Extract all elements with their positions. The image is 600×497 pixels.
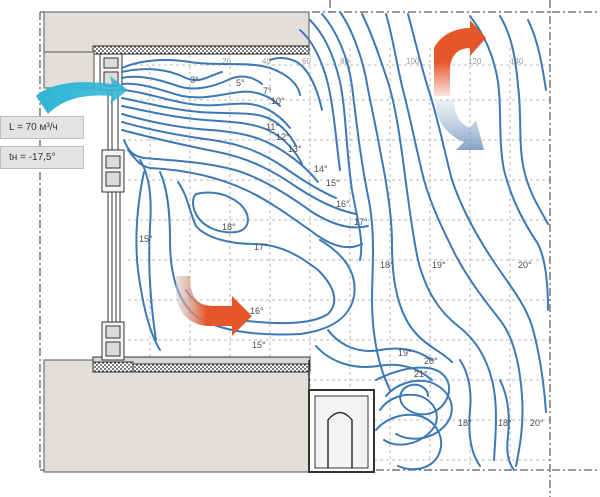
grid [128,48,550,470]
isotherm-label: 15° [252,340,266,350]
isotherm-label: 7° [263,86,272,96]
isotherm-label: 20° [518,260,532,270]
isotherm-label: 10° [271,96,285,106]
isotherm-label: 3° [190,75,199,85]
floor-slab [43,359,310,473]
isotherm-label: 19° [398,348,412,358]
isotherm-label: 16° [336,199,350,209]
isotherm-label: 19° [432,260,446,270]
airflow-box: L = 70 м³/ч [0,116,84,139]
tick-label: 120 [468,57,482,66]
isotherm-labels: 3° 5° 7° 10° 11° 12° 13° 14° 15° 16° 17°… [139,75,544,428]
top-scale: 20 40 60 80 100 120 140 [222,57,524,66]
isotherm-label: 18° [458,418,472,428]
isotherm-label: 17° [354,217,368,227]
left-wall-upper [43,51,95,89]
supply-air-arrow [36,76,128,114]
isotherm-label: 16° [250,306,264,316]
isotherm-label: 14° [314,164,328,174]
window-frame [99,53,125,361]
tick-label: 80 [340,57,349,66]
isotherm-label: 5° [236,78,245,88]
isotherms [121,11,549,471]
top-hatch-strip [92,45,310,55]
return-air-arrow [176,276,252,336]
tick-label: 100 [406,57,420,66]
bottom-hatch-strip [92,361,134,373]
isotherm-label: 13° [288,144,302,154]
outdoor-temp-box: tн = -17,5° [0,146,84,169]
tick-label: 20 [222,57,231,66]
isotherm-label: 20° [530,418,544,428]
flow-arrows [36,20,486,336]
isotherm-label: 12° [276,132,290,142]
isotherm-label: 21° [414,369,428,379]
tick-label: 60 [302,57,311,66]
isotherm-label: 11° [266,122,279,132]
tick-label: 140 [510,57,524,66]
isotherm-label: 18° [222,222,236,232]
isotherm-label: 18° [498,418,512,428]
isotherm-label: 15° [139,234,153,244]
isotherm-label: 15° [326,178,340,188]
isotherm-label: 20° [424,356,438,366]
outdoor-temp-text: tн = -17,5° [9,152,56,163]
warm-rising-arrow [434,20,486,96]
isotherm-label: 17° [254,242,268,252]
ceiling-slab [43,11,310,53]
cold-falling-arrow [436,100,484,150]
tick-label: 40 [262,57,271,66]
isotherm-label: 18° [380,260,394,270]
airflow-text: L = 70 м³/ч [9,122,58,133]
wall-structure [43,11,375,473]
